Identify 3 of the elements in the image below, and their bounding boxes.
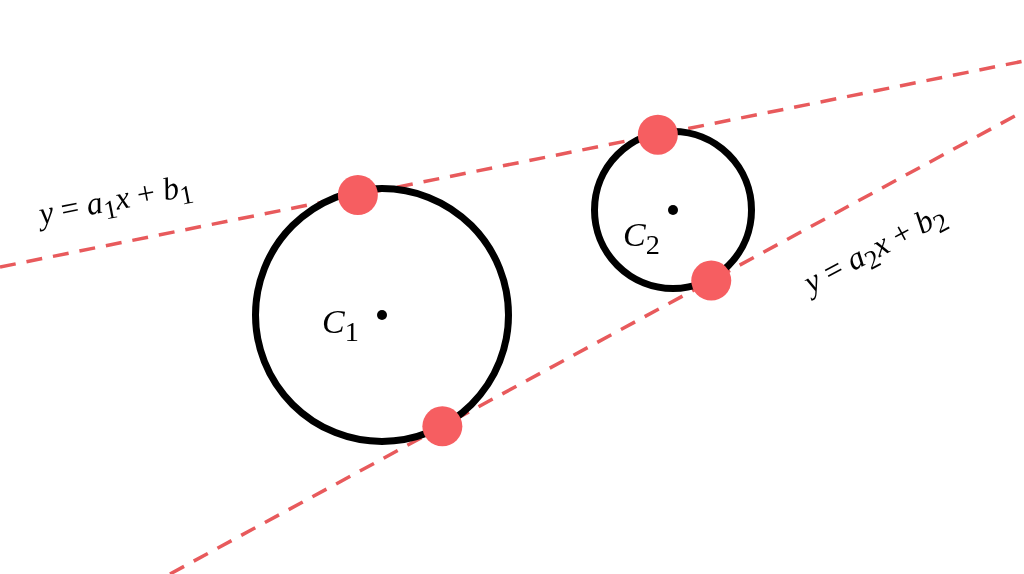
circle-label: C$_{1}$ <box>322 305 359 347</box>
line-equation: y = a$_{1}$x + b$_{1}$ <box>36 168 196 234</box>
circle-label: C$_{2}$ <box>623 218 660 260</box>
